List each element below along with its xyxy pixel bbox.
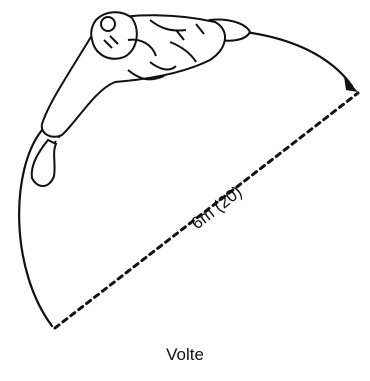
horse-and-rider-illustration — [32, 12, 250, 186]
arc-path-upper — [245, 32, 352, 86]
distance-label: 6m (20) — [188, 182, 246, 233]
diagram-caption: Volte — [0, 345, 370, 365]
